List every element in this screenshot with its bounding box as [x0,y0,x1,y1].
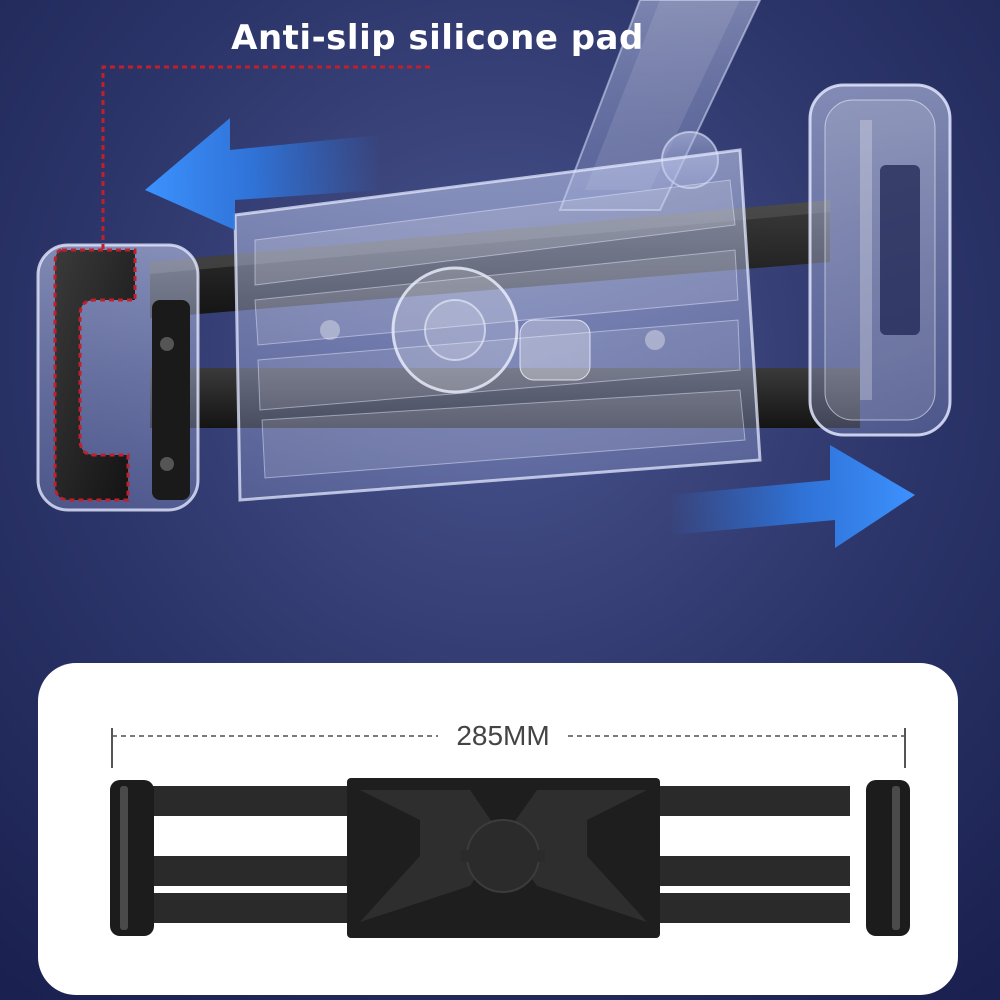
left-arrow-icon [145,118,380,230]
callout-leader-line [101,65,430,250]
right-clamp [808,83,952,437]
callout-label: Anti-slip silicone pad [231,18,644,58]
dimension-panel: 285MM [38,663,958,995]
silicone-pad-outline [53,248,137,502]
dimension-label: 285MM [456,720,549,751]
center-housing [233,148,762,502]
holder-top-view [110,778,910,938]
left-clamp [36,243,200,512]
silicone-pad [55,250,135,500]
right-arrow-icon [670,445,915,548]
mount-arm [558,0,762,211]
